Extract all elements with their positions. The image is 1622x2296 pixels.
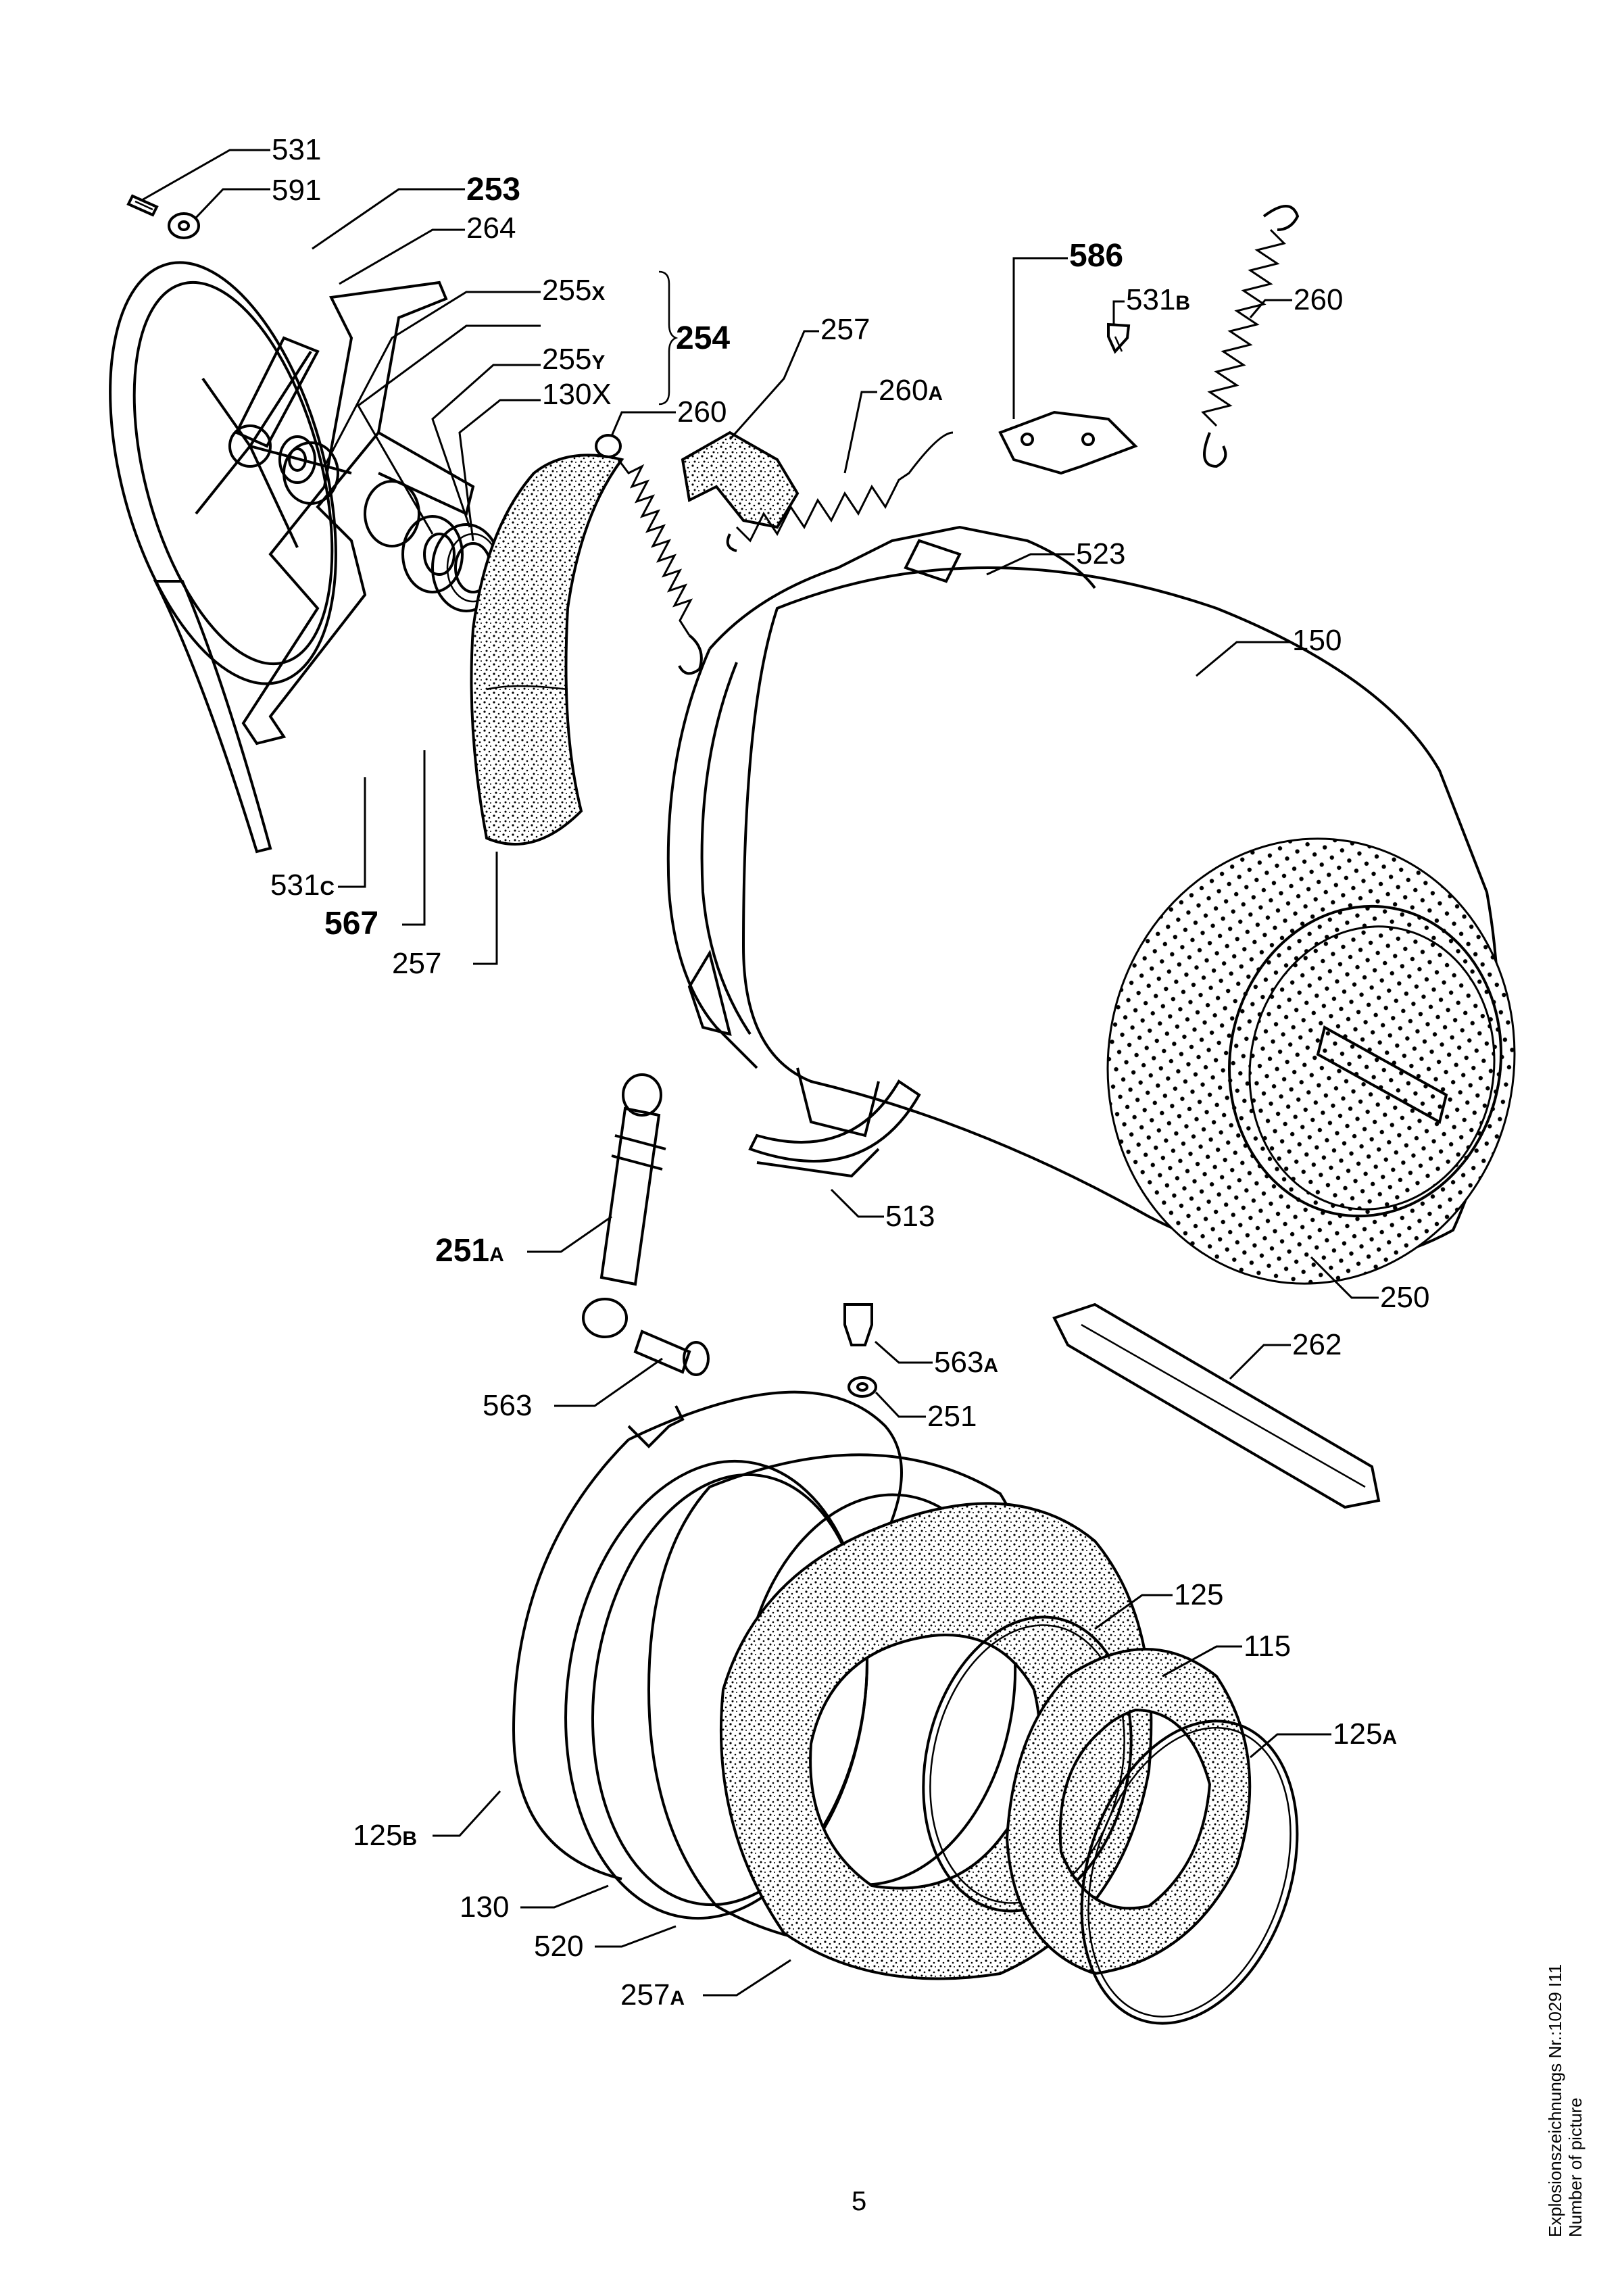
bracket-586 (998, 410, 1138, 475)
page-number: 5 (852, 2187, 866, 2216)
label-513: 513 (885, 1200, 935, 1233)
side-note: Explosionszeichnungs Nr.:1029 I11 Number… (1545, 1964, 1586, 2237)
label-251A: 251A (435, 1233, 504, 1269)
label-563: 563 (483, 1389, 532, 1422)
label-531B: 531B (1126, 283, 1190, 316)
label-115: 115 (1244, 1630, 1291, 1663)
part-labels: 531 591 253 264 255X 254 255Y 130X 257 2… (270, 133, 1429, 2011)
tub-half-523 (666, 525, 1096, 1069)
gasket-130 (564, 1459, 868, 1920)
label-260A: 260A (879, 374, 943, 407)
label-255x: 255X (542, 274, 605, 307)
label-523: 523 (1076, 537, 1125, 570)
label-130: 130 (460, 1890, 509, 1924)
label-255y: 255Y (542, 343, 605, 376)
washer-591 (168, 212, 200, 239)
drum-250 (1106, 837, 1516, 1285)
label-250: 250 (1380, 1281, 1429, 1314)
counterweight-257-top (681, 431, 800, 529)
label-257A: 257A (620, 1978, 685, 2011)
label-264: 264 (466, 212, 516, 245)
bearing-255x (278, 435, 316, 484)
spring-260-right (1201, 205, 1300, 468)
label-251: 251 (927, 1400, 977, 1433)
screw-531 (126, 194, 159, 217)
label-591: 591 (272, 174, 321, 207)
label-563A: 563A (934, 1346, 998, 1379)
label-257-left: 257 (392, 947, 441, 980)
label-260-right: 260 (1294, 283, 1343, 316)
label-531: 531 (272, 133, 321, 166)
bracket-513 (748, 1079, 921, 1163)
pulley-253 (109, 261, 352, 854)
label-125A: 125A (1333, 1717, 1397, 1751)
spring-260-middle (595, 434, 703, 675)
counterweight-257-left (470, 454, 624, 846)
side-note-line1: Explosionszeichnungs Nr.:1029 I11 (1545, 1964, 1565, 2237)
label-254: 254 (676, 320, 730, 356)
side-note-line2: Number of picture (1565, 2097, 1586, 2237)
label-586: 586 (1069, 238, 1123, 274)
counterweight-262 (1052, 1302, 1381, 1509)
screw-531B (1107, 322, 1131, 354)
label-520: 520 (534, 1930, 583, 1963)
label-253: 253 (466, 172, 520, 207)
label-130x: 130X (542, 378, 612, 411)
label-260-middle: 260 (677, 395, 727, 429)
spring-260A (726, 431, 954, 552)
washer-251 (847, 1376, 877, 1398)
door-seal-115 (1005, 1648, 1252, 1976)
label-531C: 531C (270, 869, 335, 902)
screw-563 (633, 1329, 710, 1376)
shock-absorber-251A (582, 1073, 666, 1338)
label-257-top: 257 (820, 313, 870, 346)
bearing-255y (401, 515, 464, 593)
clamp-ring-125A (1080, 1719, 1299, 2025)
label-125: 125 (1174, 1578, 1223, 1611)
leader-lines (141, 149, 1379, 1997)
label-567: 567 (324, 906, 378, 942)
label-150: 150 (1292, 624, 1342, 657)
screw-563A (843, 1303, 873, 1346)
label-125B: 125B (353, 1819, 417, 1852)
clamp-ring-125B (512, 1390, 903, 1880)
label-262: 262 (1292, 1328, 1342, 1361)
